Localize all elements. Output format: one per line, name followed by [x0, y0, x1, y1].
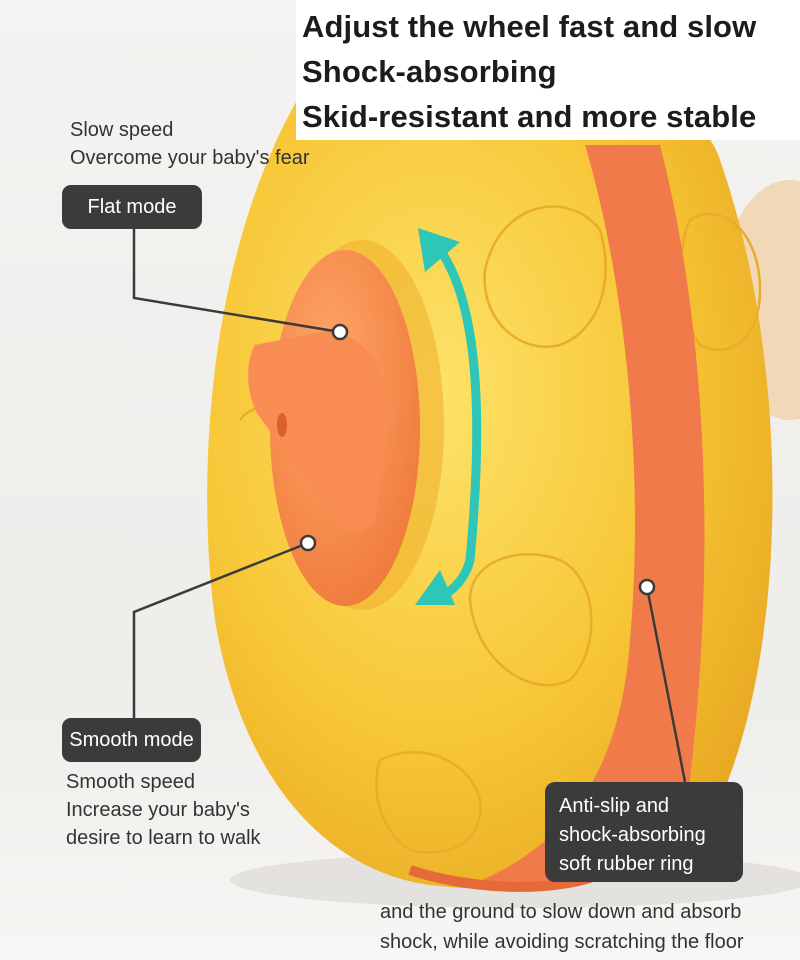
footer-line-1: and the ground to slow down and absorb — [380, 901, 742, 923]
speed-adjust-arrow — [415, 228, 482, 605]
rubber-ring-label: Anti-slip and shock-absorbing soft rubbe… — [545, 782, 743, 882]
orange-hub — [248, 240, 444, 610]
callout-dots — [299, 323, 656, 596]
headline-line-2: Shock-absorbing — [302, 54, 557, 89]
smooth-caption-line-1: Smooth speed — [66, 771, 195, 793]
footer-line-2: shock, while avoiding scratching the flo… — [380, 931, 744, 953]
smooth-mode-caption: Smooth speed Increase your baby's desire… — [66, 768, 261, 852]
callout-lines — [132, 228, 687, 783]
flat-caption-line-2: Overcome your baby's fear — [70, 147, 310, 169]
headline-line-1: Adjust the wheel fast and slow — [302, 9, 757, 44]
smooth-caption-line-3: desire to learn to walk — [66, 827, 261, 849]
ring-label-line-1: Anti-slip and — [559, 795, 670, 817]
flat-caption-line-1: Slow speed — [70, 119, 174, 141]
headline-line-3: Skid-resistant and more stable — [302, 99, 757, 134]
flat-mode-caption: Slow speed Overcome your baby's fear — [70, 116, 309, 172]
rubber-ring — [470, 145, 705, 890]
flat-mode-label: Flat mode — [62, 185, 202, 229]
ring-label-line-3: soft rubber ring — [559, 853, 694, 875]
footer-caption: and the ground to slow down and absorb s… — [380, 897, 744, 957]
smooth-caption-line-2: Increase your baby's — [66, 799, 250, 821]
headline-box: Adjust the wheel fast and slow Shock-abs… — [296, 0, 800, 140]
ring-label-line-2: shock-absorbing — [559, 824, 706, 846]
smooth-mode-label: Smooth mode — [62, 718, 201, 762]
